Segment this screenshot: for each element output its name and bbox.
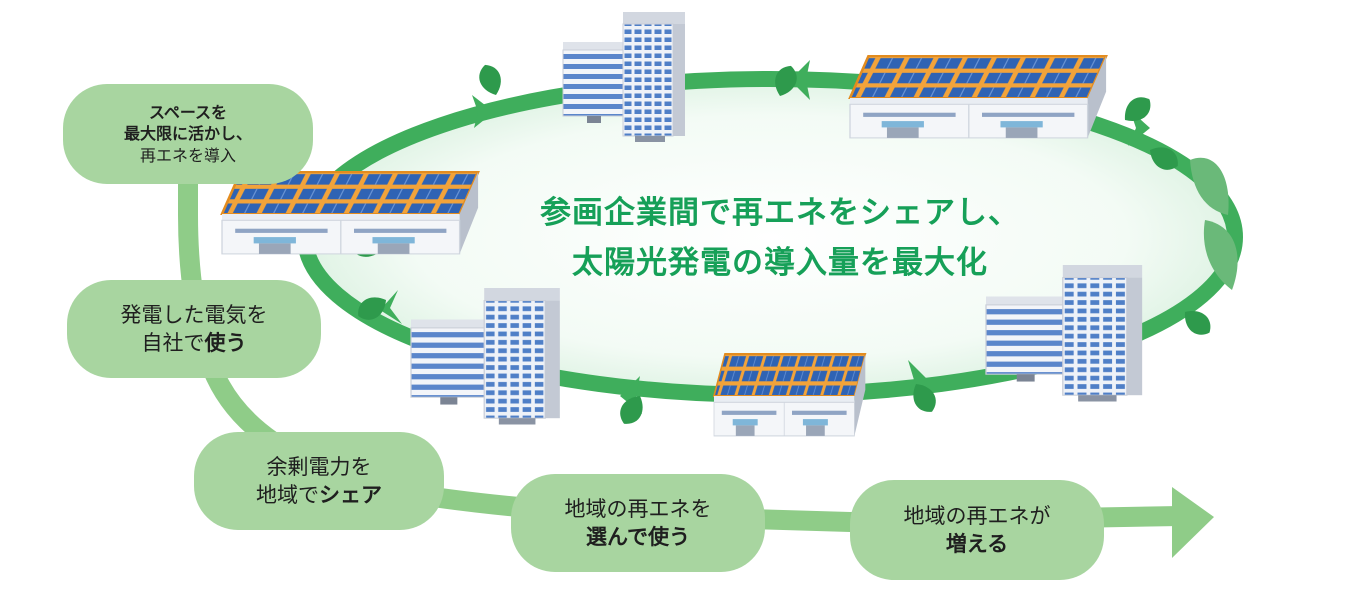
step4-line2: 選んで使う: [586, 525, 690, 549]
step1-line2: 最大限に活かし、: [123, 124, 252, 144]
cycle-arrow-icon: [790, 60, 810, 100]
step-install-renewables: スペースを 最大限に活かし、 再エネを導入: [63, 84, 313, 184]
step5-line2: 増える: [945, 532, 1009, 556]
cycle-arrow-icon: [906, 360, 928, 396]
step3-line2-plain: 地域で: [256, 483, 319, 507]
step-choose-local: 地域の再エネを 選んで使う: [511, 474, 765, 572]
center-message: 参画企業間で再エネをシェアし、 太陽光発電の導入量を最大化: [470, 188, 1090, 288]
step2-line2-plain: 自社で: [141, 331, 205, 355]
step-self-consume: 発電した電気を 自社で使う: [67, 280, 321, 378]
center-message-line2: 太陽光発電の導入量を最大化: [572, 245, 988, 281]
leaf-icon: [1190, 157, 1238, 290]
step-share-surplus: 余剰電力を 地域でシェア: [194, 432, 444, 530]
step2-line2-bold: 使う: [204, 331, 247, 355]
step1-line3: 再エネを導入: [139, 145, 236, 165]
solar-factory-icon: [712, 352, 867, 437]
solar-factory-icon: [220, 170, 480, 256]
cycle-arrow-icon: [472, 95, 494, 128]
arrow-right-icon: [1172, 487, 1214, 558]
center-message-line1: 参画企業間で再エネをシェアし、: [540, 195, 1020, 231]
step3-line2-bold: シェア: [319, 483, 382, 507]
solar-factory-icon: [848, 54, 1108, 140]
step-local-increase: 地域の再エネが 増える: [850, 480, 1104, 580]
step5-line1: 地域の再エネが: [903, 503, 1051, 528]
step3-line1: 余剰電力を: [266, 454, 372, 479]
step4-line1: 地域の再エネを: [564, 496, 712, 521]
step1-line1: スペースを: [148, 102, 228, 122]
step2-line1: 発電した電気を: [120, 302, 268, 327]
